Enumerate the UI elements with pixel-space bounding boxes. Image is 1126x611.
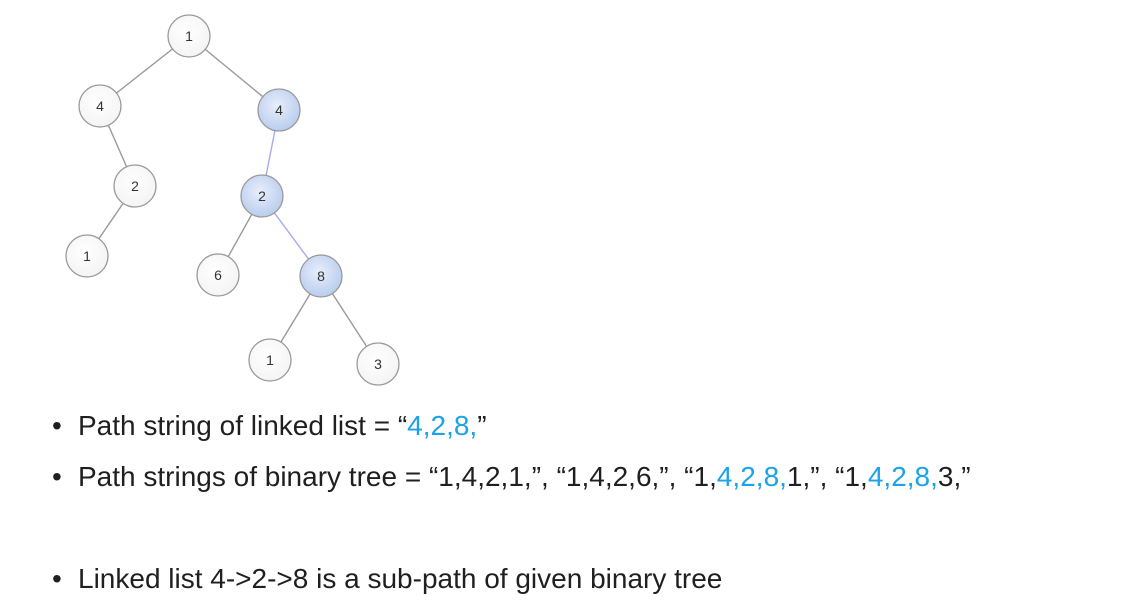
tree-node-left-1: 1 [65,234,109,278]
tree-node-right-2: 2 [240,174,284,218]
tree-node-leaf-3: 3 [356,342,400,386]
tree-nodes: 1 4 4 2 1 2 6 8 1 3 [65,14,400,386]
tree-node-left-2: 2 [113,164,157,208]
bullet-marker: • [52,563,62,594]
tree-node-circle [78,84,122,128]
bullet-marker: • [52,461,62,492]
linked-list-path-suffix: ” [477,410,487,441]
tree-node-label: 2 [131,178,139,194]
bullet-marker: • [52,410,62,441]
tree-paths-highlight-1: 4,2,8, [716,461,787,492]
bullet-linked-list-path: • Path string of linked list = “4,2,8,” [52,409,487,443]
tree-node-label: 2 [258,188,266,204]
tree-node-circle [356,342,400,386]
tree-node-left-4: 4 [78,84,122,128]
tree-paths-highlight-2: 4,2,8, [867,461,938,492]
tree-node-label: 4 [96,98,104,114]
tree-paths-suffix: 3,” [937,461,971,492]
tree-node-circle [65,234,109,278]
tree-node-circle [113,164,157,208]
tree-node-label: 8 [317,268,325,284]
conclusion-text: Linked list 4->2->8 is a sub-path of giv… [78,563,723,594]
linked-list-path-highlight: 4,2,8, [407,410,478,441]
tree-node-label: 3 [374,356,382,372]
tree-node-label: 1 [185,28,193,44]
tree-node-circle [240,174,284,218]
tree-node-leaf-6: 6 [196,253,240,297]
tree-node-label: 1 [83,248,91,264]
binary-tree-diagram: 1 4 4 2 1 2 6 8 1 3 [65,14,400,386]
tree-node-right-4: 4 [257,88,301,132]
bullet-binary-tree-paths: • Path strings of binary tree = “1,4,2,1,… [52,460,971,494]
tree-node-label: 4 [275,102,283,118]
tree-node-circle [248,338,292,382]
tree-node-circle [167,14,211,58]
tree-paths-middle: 1,”, “1, [786,461,868,492]
tree-paths-prefix: Path strings of binary tree = “1,4,2,1,”… [78,461,717,492]
tree-node-circle [257,88,301,132]
tree-node-right-8: 8 [299,254,343,298]
tree-node-circle [196,253,240,297]
tree-node-label: 1 [266,352,274,368]
linked-list-path-prefix: Path string of linked list = “ [78,410,408,441]
tree-node-label: 6 [214,267,222,283]
bullet-conclusion: • Linked list 4->2->8 is a sub-path of gi… [52,562,722,596]
tree-node-root: 1 [167,14,211,58]
tree-node-circle [299,254,343,298]
tree-node-leaf-1: 1 [248,338,292,382]
